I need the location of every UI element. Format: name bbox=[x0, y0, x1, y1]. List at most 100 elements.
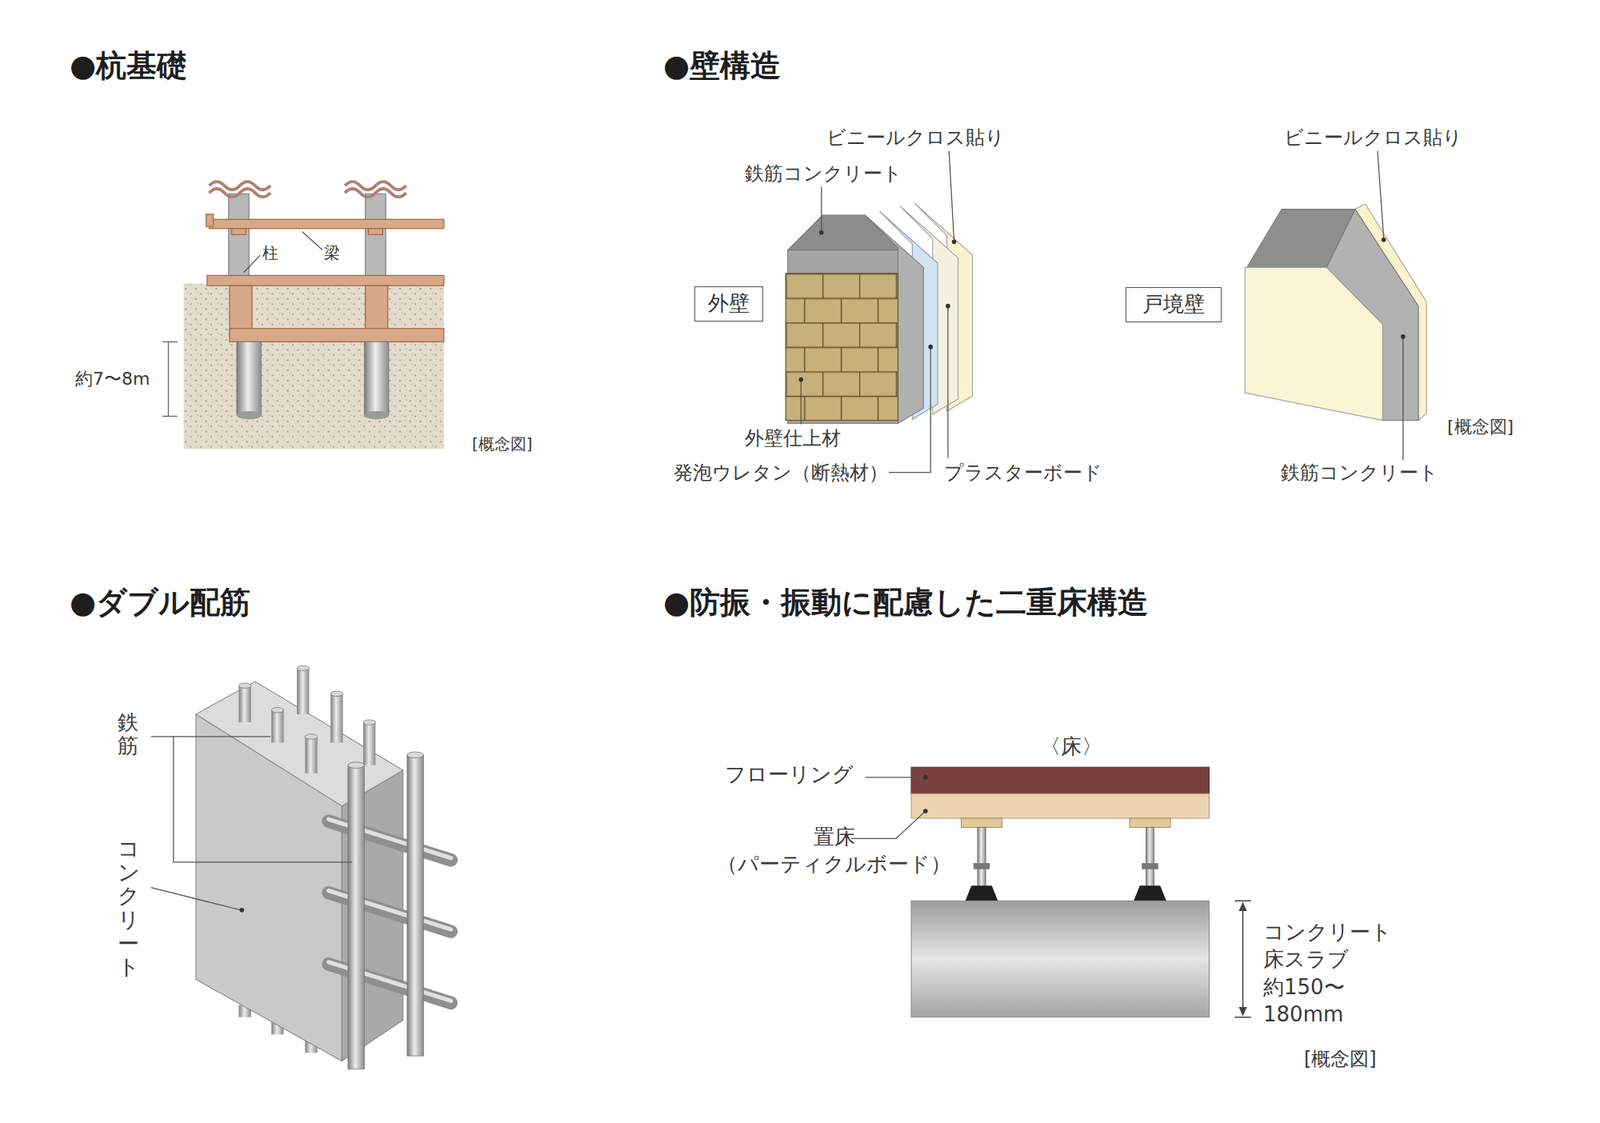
break-mark bbox=[344, 188, 407, 197]
haunch bbox=[232, 228, 247, 236]
rebar-end bbox=[407, 752, 424, 759]
rebar-stub bbox=[363, 722, 376, 766]
part-name: 発泡ウレタン（断熱材） bbox=[673, 461, 888, 485]
dimension-text: 約7〜8m bbox=[75, 368, 150, 390]
wall-type-box: 戸境壁 bbox=[1125, 287, 1222, 323]
leader-dot bbox=[928, 344, 933, 350]
rebar-stub bbox=[304, 736, 317, 774]
note-text: [概念図] bbox=[1304, 1048, 1377, 1072]
note-text: [概念図] bbox=[1447, 416, 1514, 438]
rebar-end bbox=[304, 734, 317, 740]
leader-dot bbox=[1400, 334, 1406, 340]
part-name: プラスターボード bbox=[944, 461, 1103, 485]
note-text: [概念図] bbox=[472, 434, 533, 454]
break-mark bbox=[208, 188, 271, 197]
part-name: 外壁仕上材 bbox=[744, 427, 841, 451]
leader-line bbox=[865, 776, 925, 778]
part-name: 〈床〉 bbox=[1040, 734, 1103, 760]
rebar-highlight bbox=[328, 891, 452, 930]
part-name: 鉄筋コンクリート bbox=[1280, 461, 1439, 485]
double-rebar-figure bbox=[151, 665, 452, 1069]
rebar-end bbox=[296, 665, 309, 671]
part-name: 鉄筋コンクリート bbox=[744, 162, 903, 186]
leader-line bbox=[1377, 151, 1384, 238]
part-name: ビニールクロス貼り bbox=[826, 126, 1005, 150]
wall-type-box: 外壁 bbox=[694, 286, 764, 322]
leader-dot bbox=[945, 304, 951, 309]
rebar-end bbox=[348, 762, 364, 769]
leader-line bbox=[244, 255, 260, 273]
concrete-top bbox=[1247, 208, 1356, 268]
pile-foundation-figure bbox=[162, 181, 444, 449]
section-title: ●防振・振動に配慮した二重床構造 bbox=[663, 584, 1148, 622]
part-name: 柱 bbox=[262, 243, 279, 263]
particle-board bbox=[911, 793, 1209, 819]
section-title: ●壁構造 bbox=[663, 48, 781, 85]
leader-dot bbox=[923, 775, 928, 780]
leader-line bbox=[1402, 337, 1404, 460]
leader-dot bbox=[952, 239, 957, 244]
foundation-beam bbox=[207, 275, 444, 286]
rebar-end bbox=[363, 720, 376, 725]
rebar-stub bbox=[238, 685, 251, 723]
part-name: コンクリート bbox=[117, 836, 140, 980]
section-title: ●杭基礎 bbox=[69, 48, 188, 85]
beam bbox=[208, 219, 444, 228]
support-bolt bbox=[1145, 827, 1154, 887]
concrete-slab bbox=[911, 900, 1209, 1017]
rebar-highlight bbox=[328, 962, 452, 1001]
dimension-arrows bbox=[1238, 902, 1247, 1017]
leader-line bbox=[800, 380, 802, 425]
column bbox=[365, 193, 387, 278]
rebar-end bbox=[271, 708, 284, 713]
leader-line bbox=[851, 812, 925, 839]
box-text: 戸境壁 bbox=[1142, 292, 1205, 317]
rubber-foot bbox=[965, 885, 999, 901]
nut bbox=[973, 863, 990, 870]
leader-dot bbox=[798, 377, 804, 383]
nut bbox=[1141, 863, 1158, 870]
leader-dot bbox=[923, 808, 928, 814]
part-name: 置床 （パーティクルボード） bbox=[716, 824, 952, 879]
part-name: フローリング bbox=[724, 762, 854, 788]
part-name: ビニールクロス貼り bbox=[1284, 126, 1463, 150]
box-text: 外壁 bbox=[708, 291, 750, 316]
pile bbox=[364, 341, 389, 416]
leader-dot bbox=[819, 230, 824, 236]
dimension-line bbox=[162, 341, 178, 416]
ground bbox=[184, 284, 444, 450]
pile-tip bbox=[364, 411, 389, 420]
rubber-foot bbox=[1133, 885, 1167, 901]
leader-line bbox=[947, 307, 948, 459]
section-title: ●ダブル配筋 bbox=[69, 584, 251, 622]
leader-line bbox=[151, 888, 241, 911]
flooring bbox=[911, 767, 1209, 794]
rebar bbox=[348, 765, 364, 1070]
leader-line bbox=[302, 232, 324, 251]
part-name: コンクリート 床スラブ 約150〜180mm bbox=[1263, 918, 1392, 1028]
leader-dot bbox=[1381, 237, 1387, 243]
footing bbox=[229, 328, 444, 343]
rebar-stub bbox=[271, 710, 284, 744]
dimension-line bbox=[1234, 900, 1251, 1017]
rebar-stub bbox=[296, 668, 309, 714]
leader-line bbox=[948, 151, 954, 241]
support-pad bbox=[961, 818, 1003, 828]
rebar-stub bbox=[330, 693, 343, 743]
leader-line bbox=[820, 186, 822, 232]
double-floor-figure bbox=[851, 767, 1252, 1017]
leader-line bbox=[151, 736, 352, 863]
rebar-highlight bbox=[328, 819, 452, 858]
rebar bbox=[407, 755, 424, 1056]
horizontal-rebars bbox=[328, 819, 452, 1004]
pile-tip bbox=[236, 411, 262, 420]
beam-end bbox=[206, 214, 214, 227]
support-bolt bbox=[977, 827, 986, 887]
rebar-end bbox=[238, 683, 251, 688]
exterior-wall-figure bbox=[785, 151, 972, 473]
haunch bbox=[368, 228, 383, 236]
pile bbox=[236, 341, 262, 416]
column bbox=[228, 193, 250, 278]
concrete-top bbox=[788, 215, 899, 250]
